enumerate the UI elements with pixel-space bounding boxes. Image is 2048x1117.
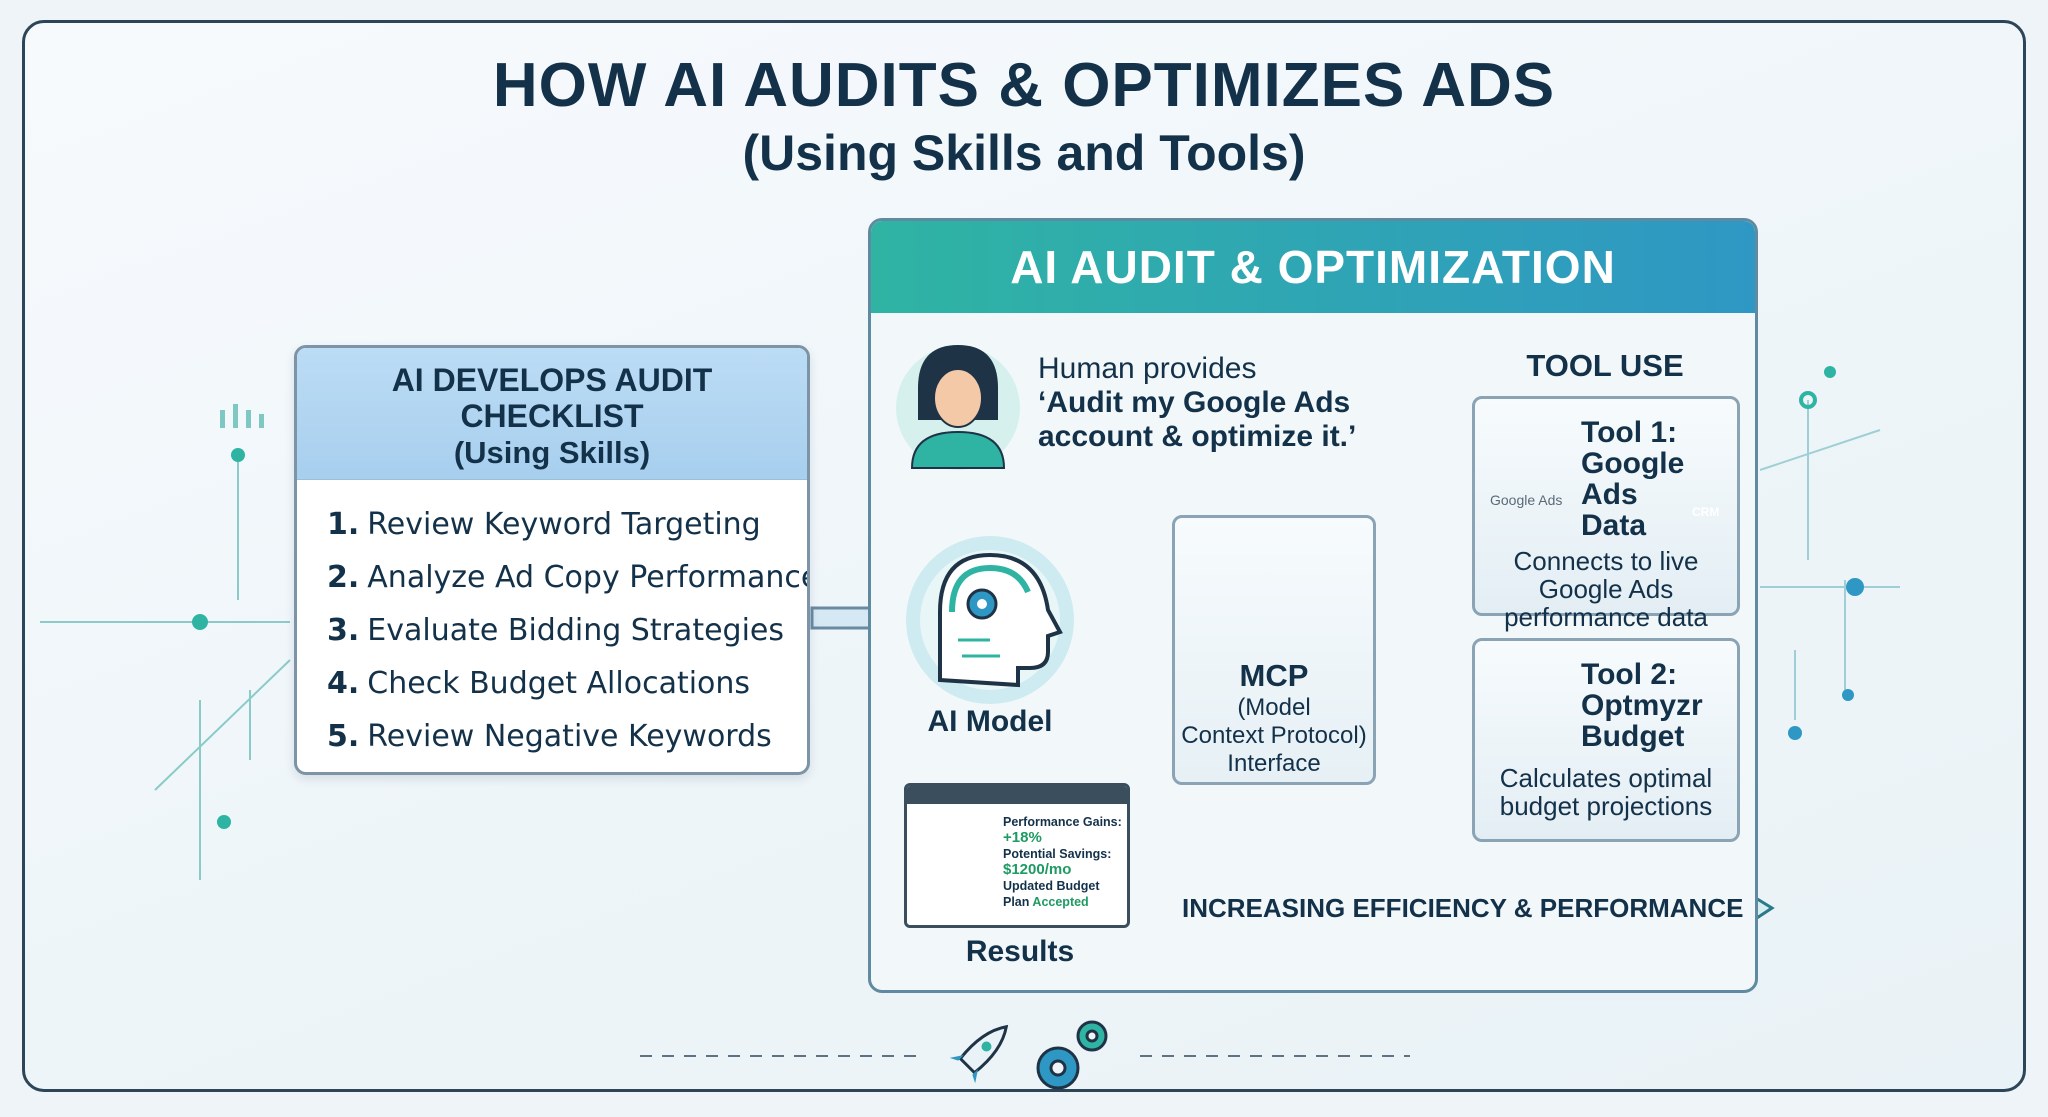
crm-label: CRM: [1692, 505, 1720, 519]
checklist-item: 4.Check Budget Allocations: [327, 666, 751, 701]
efficiency-arrow-label: INCREASING EFFICIENCY & PERFORMANCE: [1182, 893, 1744, 923]
mcp-title: MCP: [1239, 658, 1309, 693]
tool1-description: Connects to live: [1513, 546, 1699, 576]
tool2-description: budget projections: [1499, 791, 1713, 821]
savings-value: $1200/mo: [1003, 861, 1072, 878]
checklist-heading-line3: (Using Skills): [453, 435, 651, 470]
gains-value: +18%: [1003, 829, 1042, 846]
panel-heading: AI AUDIT & OPTIMIZATION: [871, 221, 1755, 313]
tool1-google-ads-card: Tool 1: Google Ads Data Connects to live…: [1472, 396, 1740, 631]
tool-use-label: TOOL USE: [1526, 348, 1684, 383]
tool1-title-line: Data: [1581, 509, 1647, 542]
checklist-item: 3.Evaluate Bidding Strategies: [327, 613, 784, 648]
tool2-title-line: Budget: [1581, 720, 1685, 753]
tool1-title-line: Tool 1:: [1581, 416, 1678, 449]
mcp-line: Context Protocol): [1181, 722, 1367, 749]
window-titlebar: [907, 786, 1127, 804]
tool1-description: performance data: [1504, 602, 1708, 632]
tool2-optmyzr-card: Tool 2: Optmyzr Budget Calculates optima…: [1472, 638, 1740, 842]
left-circuit-decoration: [40, 455, 291, 880]
page-title: HOW AI AUDITS & OPTIMIZES ADS: [492, 51, 1556, 120]
tool2-title-line: Optmyzr: [1581, 689, 1703, 722]
checklist-heading-line2: CHECKLIST: [460, 398, 644, 434]
plan-line: Plan Accepted: [1003, 895, 1089, 909]
savings-label: Potential Savings:: [1003, 847, 1112, 861]
human-prompt: Human provides ‘Audit my Google Ads acco…: [1038, 352, 1357, 453]
right-circuit-decoration: [1759, 400, 1900, 720]
tool2-description: Calculates optimal: [1499, 763, 1713, 793]
gains-label: Performance Gains:: [1003, 815, 1122, 829]
tool1-title-line: Google Ads: [1581, 447, 1685, 511]
results-window: Performance Gains: +18% Potential Saving…: [904, 783, 1130, 928]
google-ads-logo-caption: Google Ads: [1490, 492, 1563, 508]
mcp-interface-box: MCP (Model Context Protocol) Interface: [1172, 515, 1376, 785]
checklist-heading-line1: AI DEVELOPS AUDIT: [391, 362, 713, 398]
audit-checklist-card: AI DEVELOPS AUDIT CHECKLIST (Using Skill…: [294, 345, 810, 775]
checklist-items: 1.Review Keyword Targeting 2.Analyze Ad …: [297, 480, 807, 763]
mcp-line: Interface: [1227, 750, 1321, 777]
checklist-header: AI DEVELOPS AUDIT CHECKLIST (Using Skill…: [297, 348, 807, 480]
checklist-item: 2.Analyze Ad Copy Performance: [327, 560, 810, 595]
checklist-item: 1.Review Keyword Targeting: [327, 507, 761, 542]
mcp-line: (Model: [1237, 694, 1311, 721]
tool1-description: Google Ads: [1538, 574, 1674, 604]
plan-line: Updated Budget: [1003, 879, 1100, 893]
tool2-title-line: Tool 2:: [1581, 658, 1678, 691]
page-subtitle: (Using Skills and Tools): [742, 125, 1306, 181]
ai-model-label: AI Model: [927, 705, 1053, 738]
checklist-item: 5.Review Negative Keywords: [327, 719, 772, 754]
results-label: Results: [965, 935, 1075, 968]
